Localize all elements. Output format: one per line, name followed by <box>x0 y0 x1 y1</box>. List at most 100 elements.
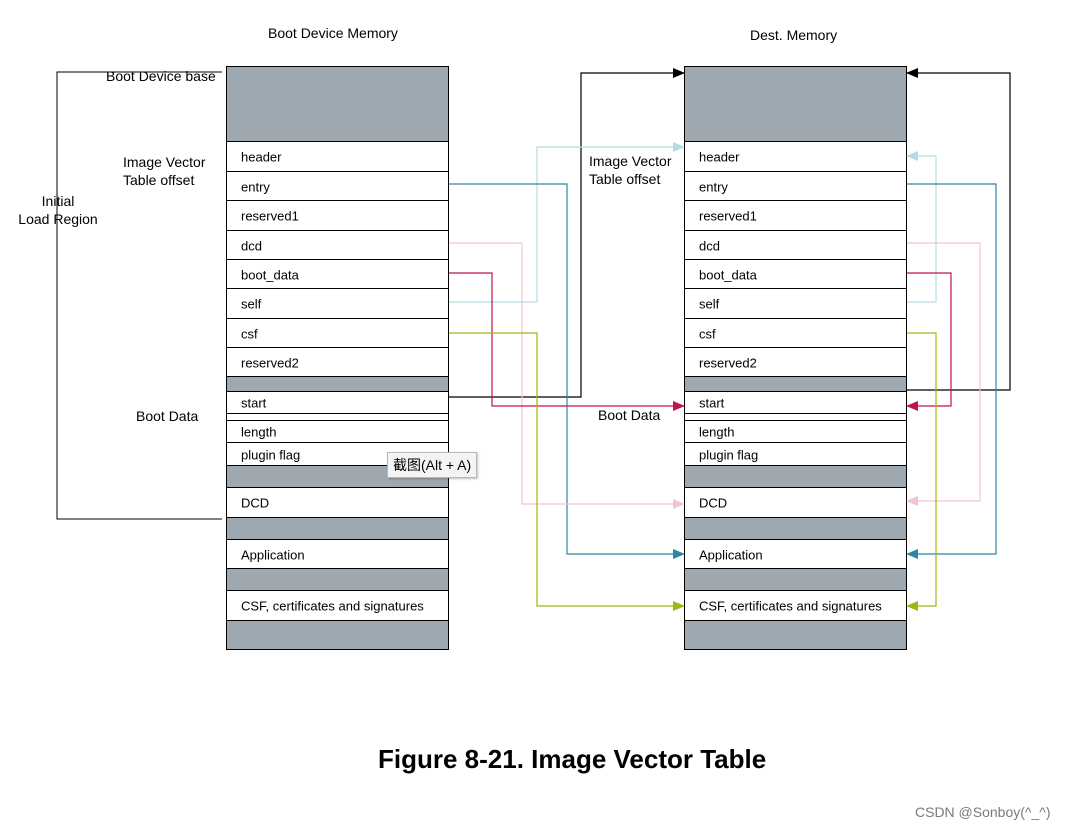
field-label: reserved2 <box>699 355 757 370</box>
field-label: self <box>699 296 720 312</box>
field-label: Application <box>699 547 763 562</box>
right-gap-2 <box>685 465 906 488</box>
right-gap-5 <box>685 620 906 649</box>
right-self-field: self <box>685 288 906 319</box>
left-dcd-arrow <box>449 242 685 509</box>
right-dcd-arrow <box>906 242 981 506</box>
right-dcd-block: DCD <box>685 487 906 518</box>
right-spacer <box>685 413 906 421</box>
right-boot-data-label: Boot Data <box>598 407 661 423</box>
left-csf-arrow <box>449 332 685 611</box>
left-entry-arrow <box>449 183 685 559</box>
screenshot-tooltip: 截图(Alt + A) <box>387 452 478 478</box>
left-gap-4 <box>227 568 448 591</box>
left-spacer <box>227 413 448 421</box>
right-ivt-offset-line1: Image Vector <box>589 153 672 169</box>
initial-load-region-line2: Load Region <box>18 211 98 227</box>
field-label: length <box>241 424 277 440</box>
left-gap-1 <box>227 376 448 392</box>
right-csf-arrow <box>906 332 937 611</box>
boot-device-memory-title: Boot Device Memory <box>268 25 398 41</box>
right-reserved1-field: reserved1 <box>685 200 906 231</box>
field-label: csf <box>241 326 258 341</box>
right-dcd-field: dcd <box>685 230 906 260</box>
field-label: start <box>241 395 267 411</box>
right-gap-3 <box>685 517 906 540</box>
left-csf-block: CSF, certificates and signatures <box>227 590 448 621</box>
left-gap-5 <box>227 620 448 649</box>
field-label: start <box>699 395 725 411</box>
field-label: CSF, certificates and signatures <box>699 598 882 614</box>
field-label: reserved2 <box>241 355 299 370</box>
left-header-field: header <box>227 141 448 172</box>
field-label: entry <box>241 179 270 194</box>
left-self-arrow <box>449 142 685 303</box>
left-boot-data-label: Boot Data <box>136 408 199 424</box>
left-ivt-offset-label: Image Vector Table offset <box>123 153 206 189</box>
field-label: length <box>699 424 735 440</box>
field-label: plugin flag <box>699 447 759 462</box>
right-application-block: Application <box>685 539 906 569</box>
field-label: dcd <box>699 238 720 253</box>
left-start-field: start <box>227 391 448 414</box>
left-application-block: Application <box>227 539 448 569</box>
field-label: dcd <box>241 238 262 253</box>
initial-load-region-label: Initial Load Region <box>14 192 102 228</box>
left-boot-data-field: boot_data <box>227 259 448 289</box>
right-length-field: length <box>685 420 906 443</box>
right-header-field: header <box>685 141 906 172</box>
field-label: plugin flag <box>241 447 301 462</box>
right-entry-arrow <box>906 183 997 559</box>
left-start-arrow <box>449 68 685 398</box>
left-reserved2-field: reserved2 <box>227 347 448 377</box>
right-plugin-flag-field: plugin flag <box>685 442 906 466</box>
field-label: self <box>241 296 262 312</box>
field-label: DCD <box>699 495 728 511</box>
right-gap-1 <box>685 376 906 392</box>
right-start-arrow <box>906 68 1011 391</box>
boot-device-base-region <box>227 67 448 142</box>
field-label: DCD <box>241 495 270 511</box>
initial-load-region-line1: Initial <box>41 193 75 209</box>
right-reserved2-field: reserved2 <box>685 347 906 377</box>
left-entry-field: entry <box>227 171 448 201</box>
left-self-field: self <box>227 288 448 319</box>
right-boot-data-field: boot_data <box>685 259 906 289</box>
left-dcd-field: dcd <box>227 230 448 260</box>
field-label: boot_data <box>241 267 299 282</box>
figure-caption: Figure 8-21. Image Vector Table <box>378 744 767 774</box>
field-label: entry <box>699 179 728 194</box>
initial-load-region-bracket <box>56 71 222 520</box>
right-entry-field: entry <box>685 171 906 201</box>
right-ivt-offset-line2: Table offset <box>589 171 661 187</box>
dest-memory-title: Dest. Memory <box>750 27 838 43</box>
field-label: boot_data <box>699 267 757 282</box>
field-label: CSF, certificates and signatures <box>241 598 424 614</box>
left-ivt-offset-line2: Table offset <box>123 172 195 188</box>
right-csf-field: csf <box>685 318 906 348</box>
left-dcd-block: DCD <box>227 487 448 518</box>
right-boot-data-arrow <box>906 272 952 411</box>
left-gap-3 <box>227 517 448 540</box>
field-label: reserved1 <box>241 208 299 224</box>
field-label: reserved1 <box>699 208 757 224</box>
right-ivt-offset-label: Image Vector Table offset <box>589 152 672 188</box>
right-self-arrow <box>906 151 937 303</box>
field-label: Application <box>241 547 305 562</box>
right-gap-4 <box>685 568 906 591</box>
csdn-watermark: CSDN @Sonboy(^_^) <box>915 804 1051 820</box>
left-ivt-offset-line1: Image Vector <box>123 154 206 170</box>
left-csf-field: csf <box>227 318 448 348</box>
left-reserved1-field: reserved1 <box>227 200 448 231</box>
left-length-field: length <box>227 420 448 443</box>
field-label: csf <box>699 326 716 341</box>
field-label: header <box>241 149 282 165</box>
left-boot-data-arrow <box>449 272 685 411</box>
field-label: header <box>699 149 740 165</box>
dest-base-region <box>685 67 906 142</box>
right-csf-block: CSF, certificates and signatures <box>685 590 906 621</box>
boot-device-memory-block: header entry reserved1 dcd boot_data sel… <box>226 66 449 650</box>
right-start-field: start <box>685 391 906 414</box>
dest-memory-block: header entry reserved1 dcd boot_data sel… <box>684 66 907 650</box>
